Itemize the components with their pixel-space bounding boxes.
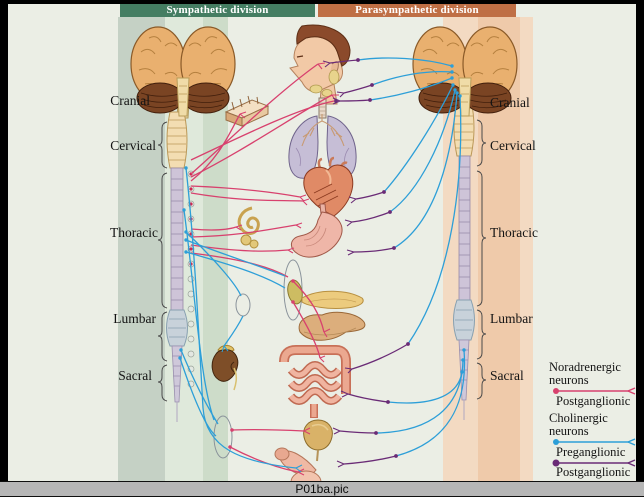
lungs [288,97,357,179]
bladder [303,419,333,462]
legend-label-preganglionic-cholinergic: Preganglionic [556,445,626,459]
legend-line-cholinergic-preganglionic [553,438,636,446]
region-label-lumbar-right: Lumbar [490,311,533,326]
region-label-cranial-right: Cranial [490,95,530,110]
region-label-sacral-left: Sacral [118,368,152,383]
stomach [291,203,343,258]
skin-piloerector [224,95,270,127]
legend-noradrenergic-title: Noradrenergic neurons [549,360,621,387]
status-bar: P01ba.pic [0,481,644,497]
sweat-gland [237,206,260,249]
legend-line-cholinergic-postganglionic [552,459,636,467]
spine-region-brackets [157,119,487,402]
region-label-cervical-left: Cervical [110,138,156,153]
legend-line-noradrenergic-postganglionic [553,387,636,395]
preganglionic-cholinergic-fibers [178,57,466,473]
region-label-thoracic-right: Thoracic [490,225,538,240]
region-label-lumbar-left: Lumbar [113,311,156,326]
region-label-sacral-right: Sacral [490,368,524,383]
legend-label-postganglionic-cholinergic: Postganglionic [556,465,631,479]
filename-label: P01ba.pic [295,482,349,496]
liver [298,311,366,341]
legend-label-postganglionic-noradrenergic: Postganglionic [556,394,631,408]
region-label-thoracic-left: Thoracic [110,225,158,240]
pancreas-gallbladder [287,279,364,309]
parasympathetic-postganglionic-fibers [322,58,410,468]
kidney [211,345,239,391]
sympathetic-division-header: Sympathetic division [120,4,315,17]
intestines [279,345,351,418]
region-label-cervical-right: Cervical [490,138,536,153]
legend-cholinergic-title: Cholinergic neurons [549,411,608,438]
face [289,24,351,105]
parasympathetic-division-header: Parasympathetic division [318,4,516,17]
salivary-glands [309,69,340,97]
region-label-cranial-left: Cranial [110,93,150,108]
